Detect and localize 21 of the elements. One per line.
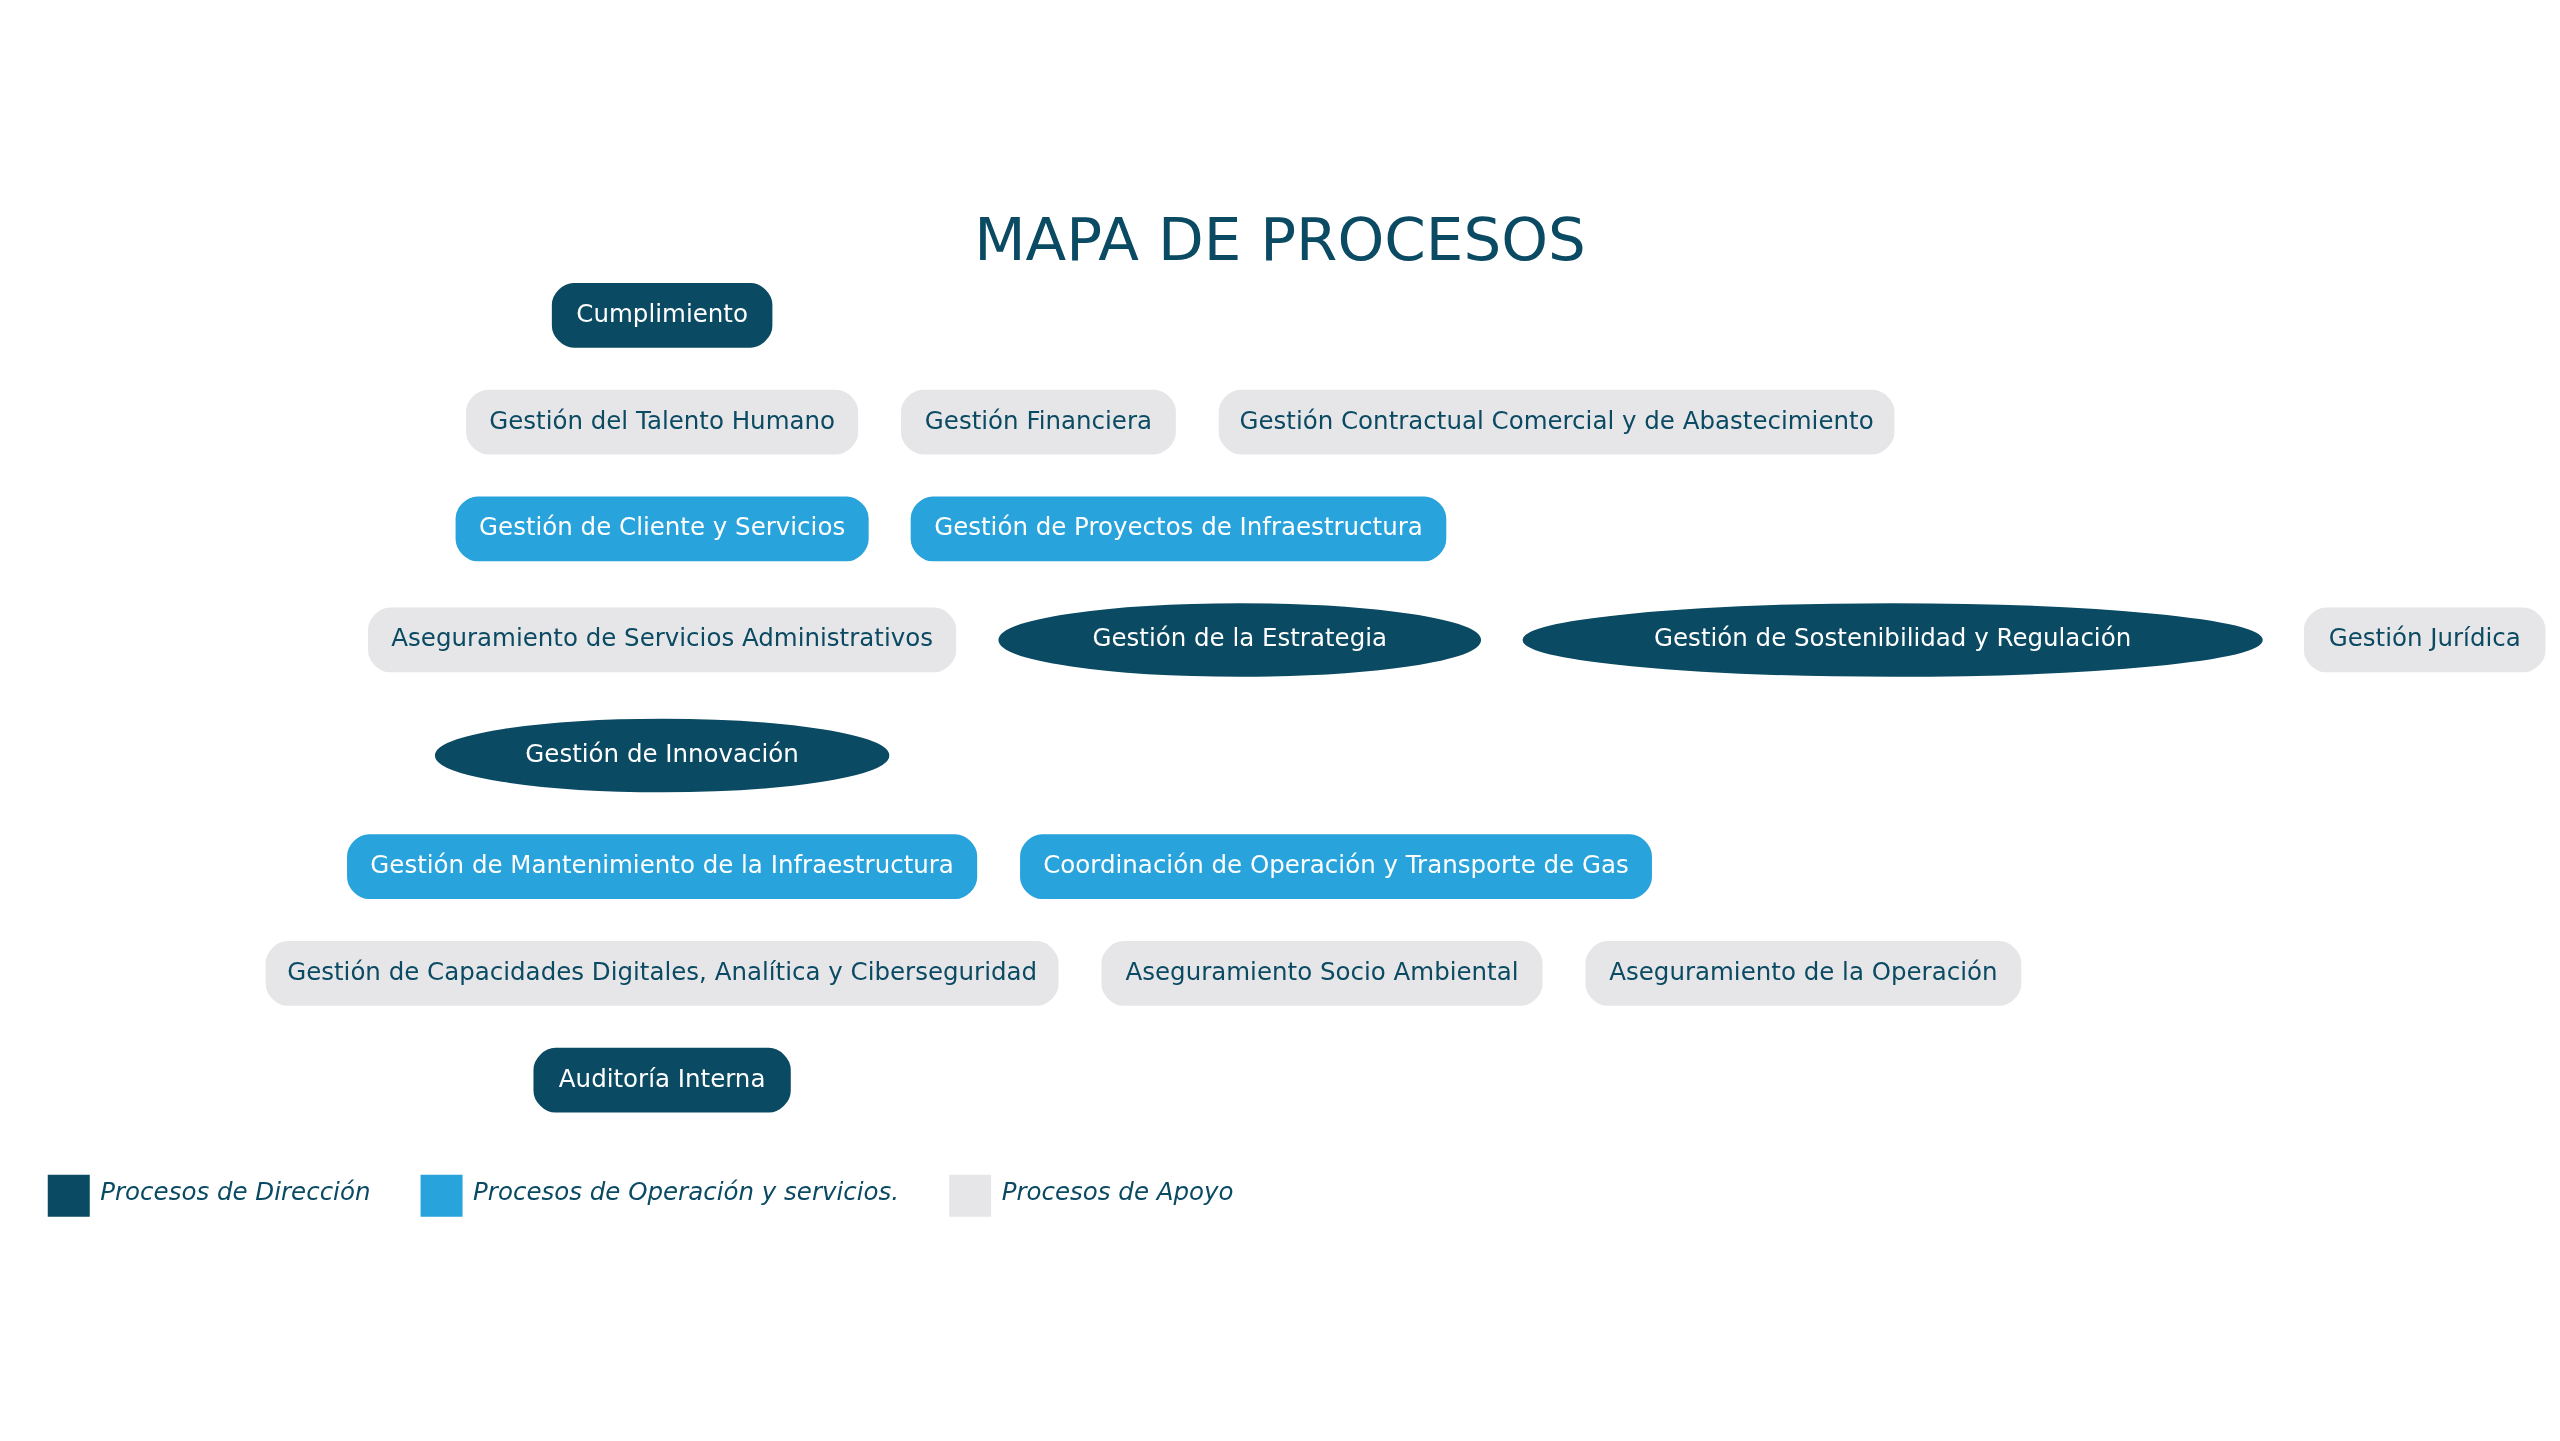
legend-label: Procesos de Dirección	[100, 1177, 371, 1207]
node-ellipse: Gestión de Sostenibilidad y Regulación	[1522, 603, 2263, 677]
node-box: Gestión Contractual Comercial y de Abastecimiento	[1218, 389, 1895, 455]
node-ellipse: Gestión de la Estrategia	[998, 603, 1482, 677]
diagram-title: MAPA DE PROCESOS	[974, 204, 1586, 274]
node-box: Gestión del Talento Humano	[466, 389, 859, 455]
node-box: Auditoría Interna	[533, 1047, 791, 1113]
node-box: Aseguramiento de la Operación	[1585, 941, 2022, 1006]
node-box: Cumplimiento	[551, 282, 773, 348]
legend-label: Procesos de Apoyo	[1001, 1177, 1234, 1207]
node-box: Aseguramiento Socio Ambiental	[1101, 941, 1543, 1006]
node-box: Gestión Financiera	[901, 389, 1176, 455]
node-box: Coordinación de Operación y Transporte de Gas	[1020, 834, 1652, 900]
node-box: Gestión de Cliente y Servicios	[455, 496, 869, 562]
node-box: Gestión de Proyectos de Infraestructura	[910, 496, 1447, 562]
node-box: Gestión de Mantenimiento de la Infraestructura	[347, 834, 978, 900]
node-box: Aseguramiento de Servicios Administrativos	[368, 607, 957, 673]
node-box: Gestión de Capacidades Digitales, Analítica y Ciberseguridad	[265, 941, 1059, 1006]
node-ellipse: Gestión de Innovación	[434, 718, 890, 793]
node-box: Gestión Jurídica	[2303, 607, 2546, 673]
legend-label: Procesos de Operación y servicios.	[473, 1177, 900, 1207]
